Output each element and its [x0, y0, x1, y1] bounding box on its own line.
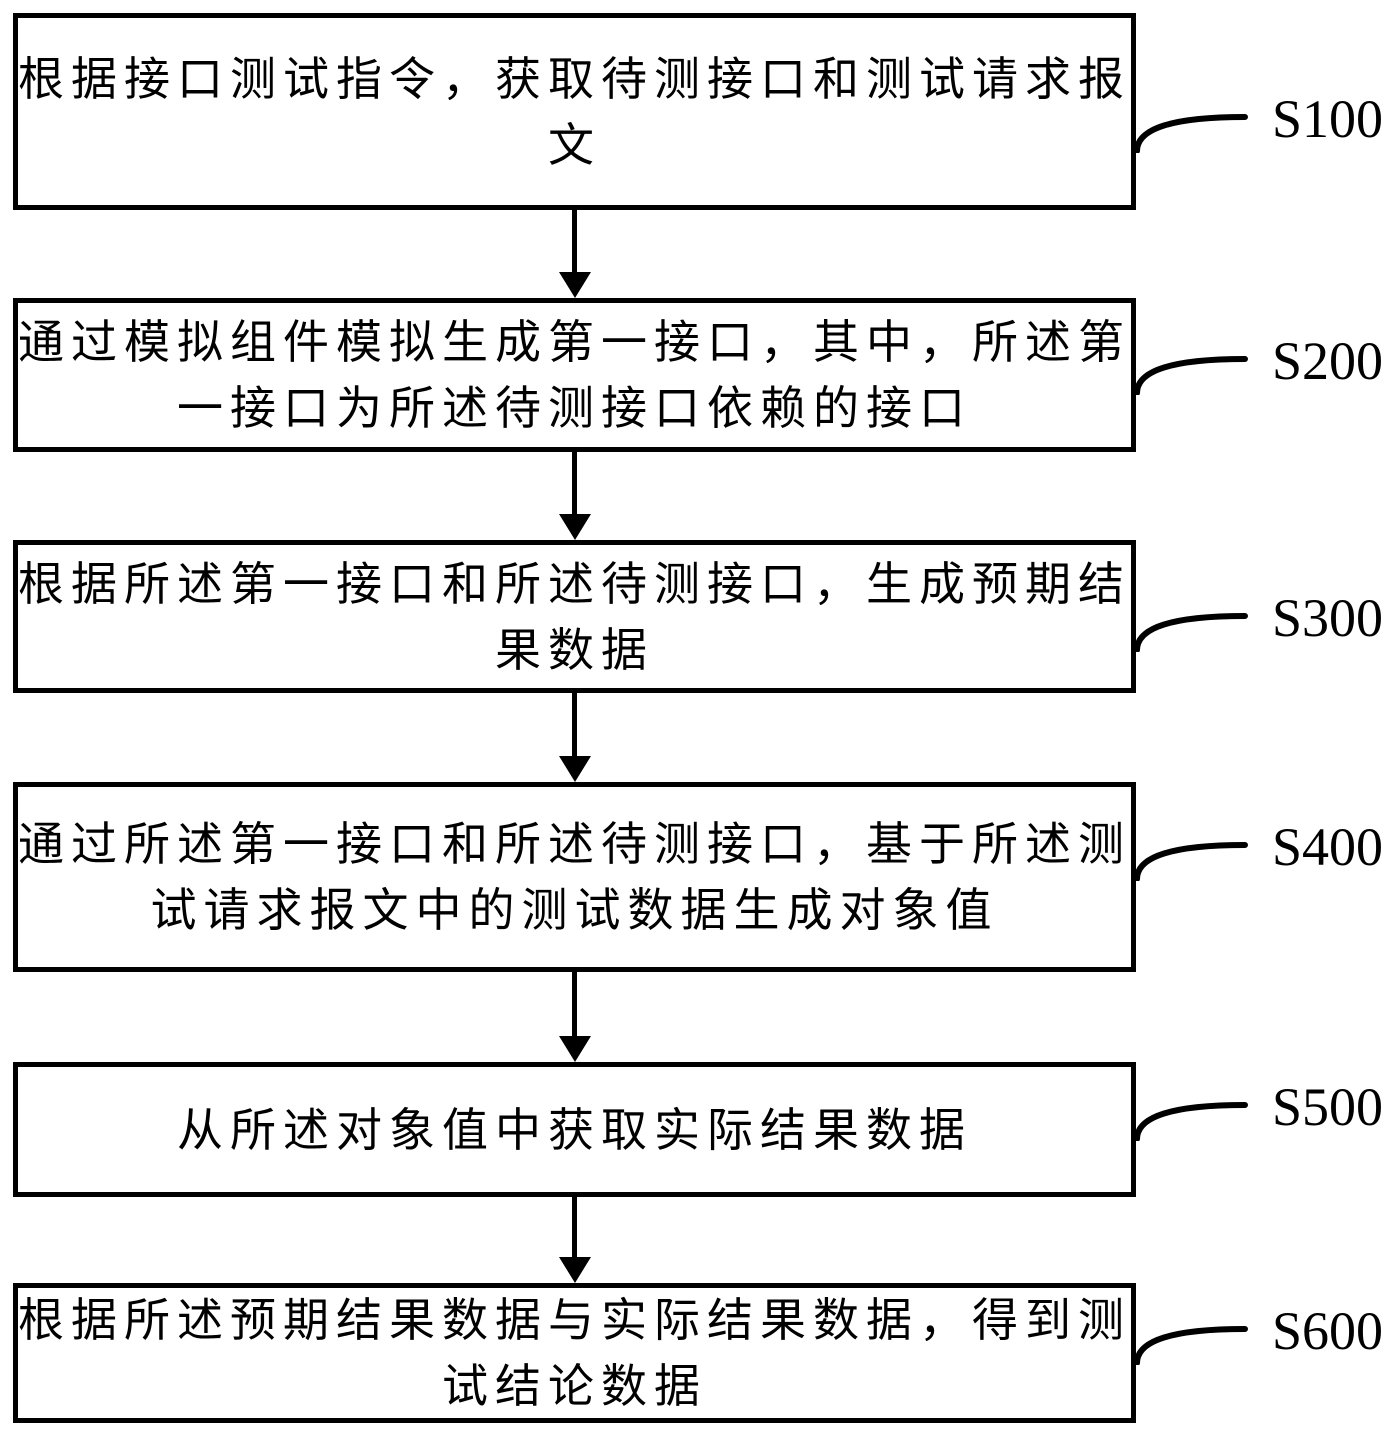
down-arrow-stem [572, 1197, 577, 1259]
reference-curve-s400 [1134, 842, 1248, 881]
step-label-s400: S400 [1272, 817, 1384, 877]
step-text-line: 根据所述第一接口和所述待测接口，生成预期结 [18, 556, 1131, 611]
down-arrow-icon [559, 514, 591, 540]
down-arrow-stem [572, 452, 577, 516]
step-label-s200: S200 [1272, 331, 1384, 391]
step-label-s600: S600 [1272, 1301, 1384, 1361]
reference-curve-s100 [1134, 114, 1248, 153]
step-text-line: 一接口为所述待测接口依赖的接口 [177, 381, 972, 435]
step-box-s200: 通过模拟组件模拟生成第一接口，其中，所述第 一接口为所述待测接口依赖的接口 [13, 298, 1136, 452]
down-arrow-stem [572, 972, 577, 1038]
step-text-line: 果数据 [495, 622, 654, 677]
step-text-line: 根据接口测试指令，获取待测接口和测试请求报 [18, 51, 1131, 106]
step-box-s100: 根据接口测试指令，获取待测接口和测试请求报 文 [13, 13, 1136, 210]
reference-curve-s600 [1134, 1326, 1248, 1365]
step-text-line: 通过模拟组件模拟生成第一接口，其中，所述第 [18, 315, 1131, 369]
step-box-s500: 从所述对象值中获取实际结果数据 [13, 1062, 1136, 1197]
step-box-s300: 根据所述第一接口和所述待测接口，生成预期结 果数据 [13, 540, 1136, 693]
down-arrow-icon [559, 1036, 591, 1062]
down-arrow-icon [559, 1257, 591, 1283]
step-text-line: 文 [548, 117, 601, 172]
reference-curve-s200 [1134, 356, 1248, 395]
step-label-s500: S500 [1272, 1077, 1384, 1137]
step-box-s600: 根据所述预期结果数据与实际结果数据，得到测 试结论数据 [13, 1283, 1136, 1423]
reference-curve-s500 [1134, 1102, 1248, 1141]
down-arrow-icon [559, 756, 591, 782]
step-label-s100: S100 [1272, 89, 1384, 149]
reference-curve-s300 [1134, 613, 1248, 652]
step-text-line: 试结论数据 [442, 1359, 707, 1413]
step-box-s400: 通过所述第一接口和所述待测接口，基于所述测 试请求报文中的测试数据生成对象值 [13, 782, 1136, 972]
step-text-line: 试请求报文中的测试数据生成对象值 [150, 883, 999, 937]
step-text-line: 从所述对象值中获取实际结果数据 [177, 1102, 972, 1157]
down-arrow-icon [559, 272, 591, 298]
down-arrow-stem [572, 210, 577, 274]
step-text-line: 通过所述第一接口和所述待测接口，基于所述测 [18, 817, 1131, 871]
step-label-s300: S300 [1272, 588, 1384, 648]
step-text-line: 根据所述预期结果数据与实际结果数据，得到测 [18, 1293, 1131, 1347]
down-arrow-stem [572, 693, 577, 758]
